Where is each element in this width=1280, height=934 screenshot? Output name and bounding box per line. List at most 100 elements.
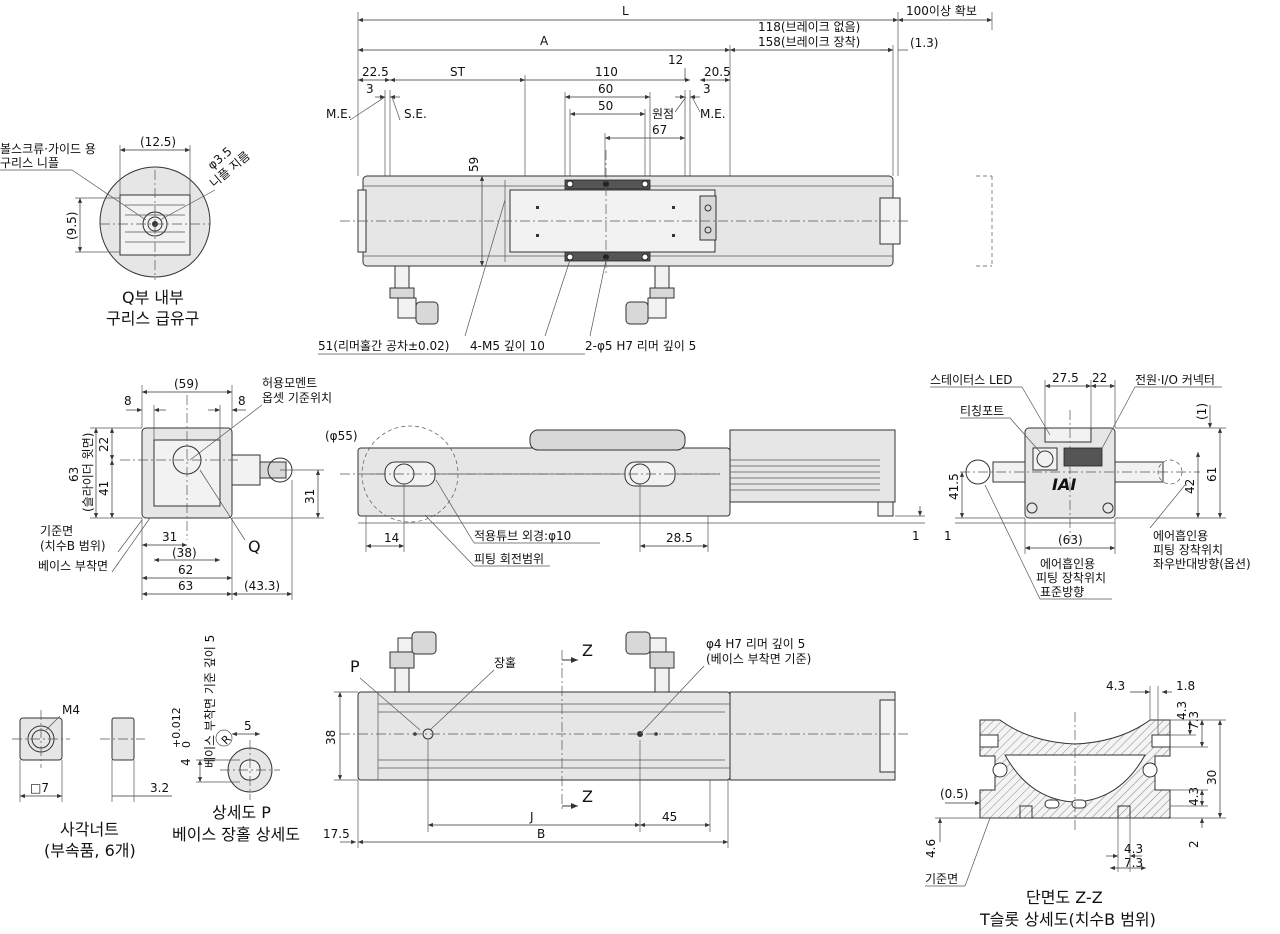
label-q: Q — [248, 537, 261, 556]
label-me-right: M.E. — [700, 107, 726, 121]
dim-100: 100이상 확보 — [906, 4, 977, 18]
dim-22-5: 22.5 — [362, 65, 389, 79]
label-base-depth: 베이스 부착면 기준 깊이 5 — [203, 635, 217, 768]
dim-tol-sup: +0.012 — [170, 707, 183, 748]
dim-4-3b: 4.3 — [1175, 701, 1189, 720]
dim-59: 59 — [467, 157, 481, 172]
dim-square-7: □7 — [30, 781, 49, 795]
end-view-left: (59) 8 8 허용모멘트 옵셋 기준위치 22 41 63 (슬라이더 윗면… — [38, 376, 332, 600]
dim-38: (38) — [172, 546, 197, 560]
section-title-2: T슬롯 상세도(치수B 범위) — [979, 910, 1156, 929]
nut-title-2: (부속품, 6개) — [44, 841, 136, 860]
label-p: P — [350, 657, 360, 676]
label-air-6: 좌우반대방향(옵션) — [1153, 557, 1251, 571]
dim-42: 42 — [1183, 479, 1197, 494]
dim-59p: (59) — [174, 377, 199, 391]
dim-m4: M4 — [62, 703, 80, 717]
dim-22r: 22 — [1092, 371, 1107, 385]
dim-31: 31 — [162, 530, 177, 544]
dim-3-2: 3.2 — [150, 781, 169, 795]
detail-q: (12.5) (9.5) 볼스크류·가이드 용 구리스 니플 φ3.5 니플 지… — [0, 135, 253, 328]
dim-ST: ST — [450, 65, 466, 79]
dim-63r: (63) — [1058, 533, 1083, 547]
dim-63: 63 — [178, 579, 193, 593]
dim-22: 22 — [97, 437, 111, 452]
dim-4-3d: 4.3 — [1124, 842, 1143, 856]
dim-4-3a: 4.3 — [1106, 679, 1125, 693]
label-air-5: 피팅 장착위치 — [1153, 543, 1223, 557]
dim-63v: 63 — [67, 467, 81, 482]
nut-title-1: 사각너트 — [60, 820, 119, 839]
dim-7-3b: 7.3 — [1124, 856, 1143, 870]
label-z-bottom: Z — [582, 787, 593, 806]
dim-1r: (1) — [1195, 403, 1209, 420]
dim-3b: 3 — [703, 82, 711, 96]
q-title-2: 구리스 급유구 — [106, 309, 199, 328]
dim-J: J — [529, 810, 534, 824]
label-phi4-1: φ4 H7 리머 깊이 5 — [706, 637, 805, 651]
side-view: 1 (φ55) 14 28.5 적용튜브 외경:φ10 피팅 회전범위 — [325, 425, 925, 567]
label-slider-top: (슬라이더 윗면) — [80, 433, 95, 512]
section-title-1: 단면도 Z-Z — [1026, 888, 1103, 907]
iai-logo: IAI — [1052, 475, 1076, 494]
dim-5: 5 — [244, 719, 252, 733]
dim-118: 118(브레이크 없음) — [758, 20, 860, 34]
dim-45: 45 — [662, 810, 677, 824]
label-long-hole: 장홀 — [494, 656, 516, 670]
dim-9-5: (9.5) — [65, 212, 79, 240]
label-fitting-range: 피팅 회전범위 — [474, 552, 544, 566]
square-nut: M4 □7 3.2 사각너트 (부속품, 6개) — [12, 703, 172, 860]
label-air-2: 피팅 장착위치 — [1036, 571, 1106, 585]
dim-4-3c: 4.3 — [1187, 787, 1201, 806]
dim-A: A — [540, 34, 549, 48]
dim-14: 14 — [384, 531, 399, 545]
dim-1-3: (1.3) — [910, 36, 938, 50]
label-baseface: 베이스 부착면 — [38, 559, 108, 573]
bottom-view: 38 P 장홀 Z Z φ4 H7 리머 깊이 5 (베이스 부착면 기준) J… — [323, 631, 910, 848]
dim-phi55: (φ55) — [325, 429, 358, 443]
dim-67: 67 — [652, 123, 667, 137]
dim-38b: 38 — [324, 730, 338, 745]
label-grease-2: 구리스 니플 — [0, 156, 59, 170]
dim-B: B — [537, 827, 545, 841]
dim-1-8: 1.8 — [1176, 679, 1195, 693]
dim-43-3: (43.3) — [244, 579, 280, 593]
end-view-right: IAI 27.5 22 스테이터스 LED 티칭포트 전원·I/O 커넥터 (1… — [930, 371, 1251, 600]
label-air-1: 에어흡인용 — [1040, 557, 1095, 571]
dim-61: 61 — [1205, 467, 1219, 482]
label-me-left: M.E. — [326, 107, 352, 121]
q-title-1: Q부 내부 — [122, 288, 184, 307]
label-moment-2: 옵셋 기준위치 — [262, 391, 332, 405]
dim-L: L — [622, 4, 629, 18]
dim-27-5: 27.5 — [1052, 371, 1079, 385]
dim-1b: 1 — [944, 529, 952, 543]
dim-1a: 1 — [912, 529, 920, 543]
detail-p: 5 R 4 +0.012 0 베이스 부착면 기준 깊이 5 상세도 P 베이스… — [170, 635, 300, 844]
detail-p-title-2: 베이스 장홀 상세도 — [172, 825, 300, 844]
dim-tol-sub: 0 — [180, 741, 193, 748]
label-power-io: 전원·I/O 커넥터 — [1135, 373, 1215, 387]
dim-31v: 31 — [303, 489, 317, 504]
label-z-top: Z — [582, 641, 593, 660]
dim-4-6: 4.6 — [924, 839, 938, 858]
label-air-4: 에어흡인용 — [1153, 529, 1208, 543]
label-moment-1: 허용모멘트 — [262, 376, 317, 390]
callout-m5: 4-M5 깊이 10 — [470, 339, 545, 353]
dim-17-5: 17.5 — [323, 827, 350, 841]
dim-41: 41 — [97, 481, 111, 496]
callout-phi5: 2-φ5 H7 리머 깊이 5 — [585, 339, 696, 353]
label-tube: 적용튜브 외경:φ10 — [474, 529, 571, 543]
dim-3a: 3 — [366, 82, 374, 96]
dim-0-5: (0.5) — [940, 787, 968, 801]
dim-110: 110 — [595, 65, 618, 79]
dim-20-5: 20.5 — [704, 65, 731, 79]
dim-62: 62 — [178, 563, 193, 577]
label-phi4-2: (베이스 부착면 기준) — [706, 652, 811, 666]
label-refface-3: 기준면 — [925, 872, 958, 886]
label-grease-1: 볼스크류·가이드 용 — [0, 142, 96, 156]
label-air-3: 표준방향 — [1040, 585, 1084, 599]
dim-8b: 8 — [238, 394, 246, 408]
dim-12-5: (12.5) — [140, 135, 176, 149]
dim-30: 30 — [1205, 770, 1219, 785]
